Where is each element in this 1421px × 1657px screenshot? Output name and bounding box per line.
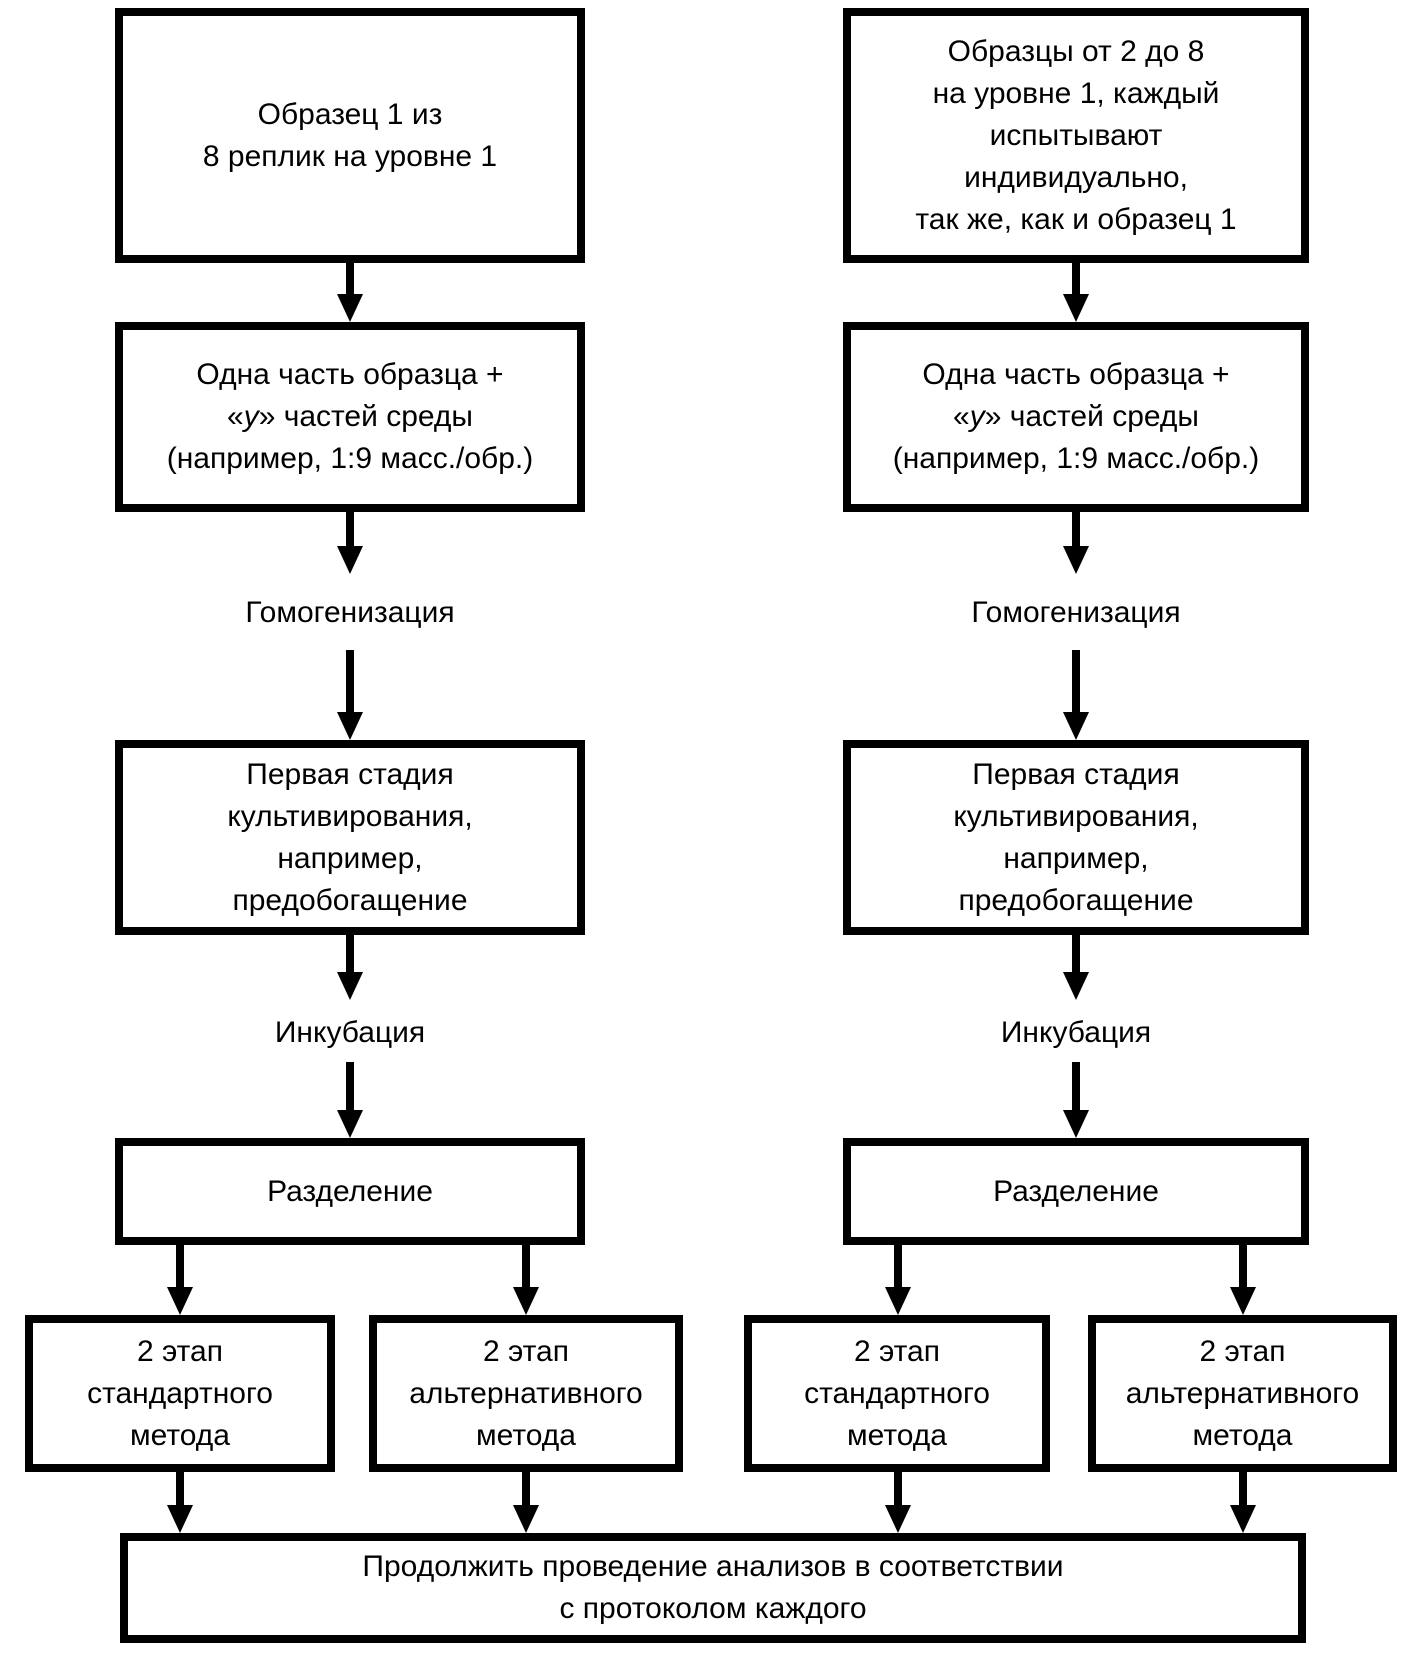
incubation-label-left: Инкубация	[274, 1016, 426, 1049]
line-rest: » частей среды	[258, 400, 473, 433]
arrow-down-icon	[1230, 1472, 1256, 1533]
arrow-down-icon	[337, 650, 363, 740]
standard-method-box-left-line: стандартного	[87, 1376, 273, 1410]
source-box-right-line: так же, как и образец 1	[915, 202, 1237, 236]
quote-open: «	[227, 400, 244, 433]
stage1-box-right-line: культивирования,	[953, 799, 1199, 833]
stage1-box-left-line: предобогащение	[232, 883, 468, 917]
quote-open: «	[953, 400, 970, 433]
source-box-left: Образец 1 из 8 реплик на уровне 1	[115, 8, 585, 263]
stage1-box-left-line: например,	[277, 841, 423, 875]
arrow-down-icon	[885, 1472, 911, 1533]
standard-method-box-left-line: метода	[130, 1418, 230, 1452]
separation-box-right-line: Разделение	[993, 1174, 1159, 1208]
dilution-box-right-line: (например, 1:9 масс./обр.)	[892, 442, 1260, 475]
standard-method-box-right-line: 2 этап	[853, 1334, 940, 1368]
arrow-down-icon	[337, 935, 363, 1000]
arrow-down-icon	[885, 1245, 911, 1315]
separation-box-left-line: Разделение	[267, 1174, 433, 1208]
alternative-method-box-right-line: 2 этап	[1199, 1334, 1286, 1368]
arrow-down-icon	[1063, 512, 1089, 574]
standard-method-box-left-line: 2 этап	[136, 1334, 223, 1368]
stage1-box-left: Первая стадия культивирования, например,…	[115, 740, 585, 935]
source-box-left-line: Образец 1 из	[257, 97, 443, 131]
final-box: Продолжить проведение анализов в соответ…	[120, 1533, 1306, 1643]
stage1-box-left-line: Первая стадия	[246, 757, 454, 791]
arrow-down-icon	[513, 1472, 539, 1533]
arrow-down-icon	[1063, 650, 1089, 740]
source-box-right-line: Образцы от 2 до 8	[947, 34, 1205, 68]
alternative-method-box-left-line: 2 этап	[482, 1334, 569, 1368]
dilution-box-left-line: «у» частей среды	[227, 396, 473, 438]
dilution-box-left-line: Одна часть образца +	[196, 358, 504, 391]
stage1-box-right-line: предобогащение	[958, 883, 1194, 917]
arrow-down-icon	[1063, 935, 1089, 1000]
stage1-box-right: Первая стадия культивирования, например,…	[843, 740, 1309, 935]
variable-y: у	[969, 400, 985, 433]
source-box-left-line: 8 реплик на уровне 1	[202, 139, 498, 173]
final-box-line: Продолжить проведение анализов в соответ…	[362, 1550, 1064, 1583]
line-rest: » частей среды	[984, 400, 1199, 433]
dilution-box-right-line: Одна часть образца +	[922, 358, 1230, 391]
homogenization-label-left: Гомогенизация	[245, 596, 455, 629]
alternative-method-box-right-line: альтернативного	[1125, 1376, 1360, 1410]
dilution-box-right-line: «у» частей среды	[953, 396, 1199, 438]
final-box-line: с протоколом каждого	[559, 1592, 867, 1625]
standard-method-box-left: 2 этап стандартного метода	[25, 1315, 335, 1472]
arrow-down-icon	[1230, 1245, 1256, 1315]
standard-method-box-right: 2 этап стандартного метода	[744, 1315, 1050, 1472]
source-box-right-line: на уровне 1, каждый	[932, 76, 1220, 110]
alternative-method-box-left-line: метода	[476, 1418, 576, 1452]
incubation-label-right: Инкубация	[1000, 1016, 1152, 1049]
arrow-down-icon	[1063, 263, 1089, 322]
arrow-down-icon	[1063, 1062, 1089, 1138]
alternative-method-box-left-line: альтернативного	[409, 1376, 643, 1410]
separation-box-right: Разделение	[843, 1138, 1309, 1245]
source-box-right-line: испытывают	[989, 118, 1163, 152]
arrow-down-icon	[337, 1062, 363, 1138]
dilution-box-left: Одна часть образца + «у» частей среды (н…	[115, 322, 585, 512]
arrow-down-icon	[167, 1472, 193, 1533]
dilution-box-left-line: (например, 1:9 масс./обр.)	[166, 442, 534, 475]
alternative-method-box-right: 2 этап альтернативного метода	[1088, 1315, 1397, 1472]
arrow-down-icon	[513, 1245, 539, 1315]
standard-method-box-right-line: стандартного	[804, 1376, 990, 1410]
alternative-method-box-left: 2 этап альтернативного метода	[369, 1315, 683, 1472]
arrow-down-icon	[167, 1245, 193, 1315]
standard-method-box-right-line: метода	[847, 1418, 947, 1452]
source-box-right: Образцы от 2 до 8 на уровне 1, каждый ис…	[843, 8, 1309, 263]
dilution-box-right: Одна часть образца + «у» частей среды (н…	[843, 322, 1309, 512]
arrow-down-icon	[337, 512, 363, 574]
stage1-box-right-line: например,	[1003, 841, 1149, 875]
separation-box-left: Разделение	[115, 1138, 585, 1245]
stage1-box-left-line: культивирования,	[227, 799, 473, 833]
arrow-down-icon	[337, 263, 363, 322]
homogenization-label-right: Гомогенизация	[971, 596, 1181, 629]
source-box-right-line: индивидуально,	[964, 160, 1188, 194]
variable-y: у	[243, 400, 259, 433]
alternative-method-box-right-line: метода	[1192, 1418, 1293, 1452]
stage1-box-right-line: Первая стадия	[972, 757, 1180, 791]
